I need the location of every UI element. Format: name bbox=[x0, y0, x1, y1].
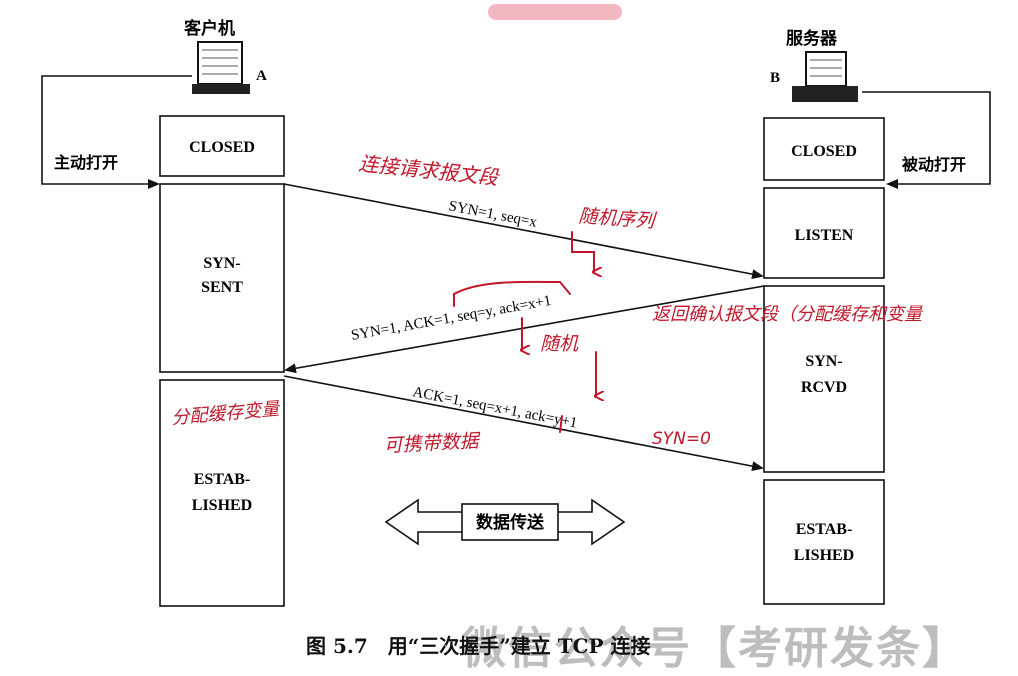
annotation-can-carry-data: 可携带数据 bbox=[383, 430, 482, 457]
annotation-confirm-segment: 返回确认报文段（分配缓存和变量 bbox=[652, 304, 924, 325]
server-state-syn-rcvd: SYN- RCVD bbox=[763, 285, 885, 473]
svg-text:LISHED: LISHED bbox=[192, 497, 252, 514]
data-transfer-label: 数据传送 bbox=[476, 512, 545, 533]
client-title: 客户机 bbox=[183, 18, 235, 39]
syn-segment-arrow bbox=[283, 183, 764, 280]
syn-segment-label: SYN=1, seq=x bbox=[447, 198, 538, 231]
ack-segment-label: ACK=1, seq=x+1, ack=y+1 bbox=[411, 384, 578, 431]
server-state-established: ESTAB- LISHED bbox=[763, 479, 885, 605]
annotation-connect-request: 连接请求报文段 bbox=[357, 151, 501, 190]
client-state-established: ESTAB- LISHED bbox=[159, 379, 285, 607]
svg-text:LISHED: LISHED bbox=[794, 547, 854, 564]
passive-open-label: 被动打开 bbox=[902, 155, 966, 174]
scroll-handle[interactable] bbox=[488, 4, 622, 20]
server-state-listen: LISTEN bbox=[763, 187, 885, 279]
annotation-random-seq: 随机序列 bbox=[578, 205, 658, 232]
svg-text:ESTAB-: ESTAB- bbox=[796, 521, 853, 538]
server-letter: B bbox=[770, 70, 780, 86]
annotation-syn-zero: SYN=0 bbox=[652, 429, 711, 449]
svg-text:LISTEN: LISTEN bbox=[795, 227, 854, 244]
svg-text:ESTAB-: ESTAB- bbox=[194, 471, 251, 488]
figure-caption: 图 5.7 用“三次握手”建立 TCP 连接 bbox=[306, 634, 651, 658]
svg-text:CLOSED: CLOSED bbox=[791, 143, 857, 160]
active-open-arrow bbox=[41, 75, 192, 189]
svg-text:SYN-: SYN- bbox=[805, 353, 842, 370]
svg-text:RCVD: RCVD bbox=[801, 379, 847, 396]
svg-text:CLOSED: CLOSED bbox=[189, 139, 255, 156]
synack-segment-arrow bbox=[284, 285, 765, 374]
client-computer-icon bbox=[192, 41, 250, 94]
svg-text:SYN-: SYN- bbox=[203, 255, 240, 272]
svg-text:SENT: SENT bbox=[201, 279, 243, 296]
ack-segment-arrow bbox=[283, 375, 764, 472]
server-state-closed: CLOSED bbox=[763, 117, 885, 181]
annotation-random: 随机 bbox=[540, 333, 579, 355]
client-state-closed: CLOSED bbox=[159, 115, 285, 177]
server-computer-icon bbox=[792, 51, 858, 102]
server-title: 服务器 bbox=[786, 28, 838, 49]
passive-open-arrow bbox=[862, 91, 991, 189]
active-open-label: 主动打开 bbox=[54, 153, 118, 172]
client-state-syn-sent: SYN- SENT bbox=[159, 183, 285, 373]
handwritten-marks bbox=[453, 231, 596, 433]
data-transfer-arrow bbox=[384, 498, 626, 546]
client-letter: A bbox=[256, 68, 267, 84]
